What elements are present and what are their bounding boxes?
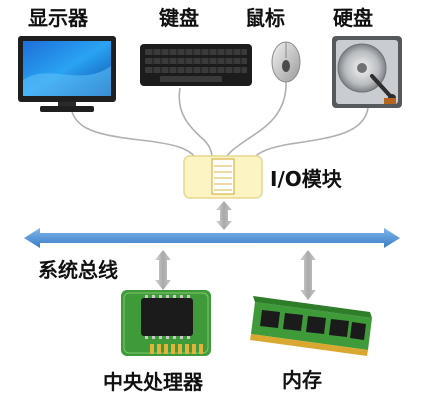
keyboard-cable — [178, 87, 213, 159]
keyboard-label: 键盘 — [159, 6, 199, 30]
harddisk-icon — [332, 36, 402, 108]
io-module-label: I/O模块 — [270, 167, 342, 191]
mouse-label: 鼠标 — [245, 6, 285, 30]
io-bus-arrow — [216, 201, 232, 230]
harddisk-label: 硬盘 — [333, 6, 373, 30]
io-module-box — [183, 155, 263, 199]
monitor-icon — [18, 36, 116, 112]
device-cables — [69, 79, 369, 161]
mouse-cable — [225, 79, 287, 159]
monitor-label: 显示器 — [28, 6, 88, 30]
harddisk-cable — [251, 107, 369, 161]
memory-label: 内存 — [282, 368, 322, 392]
monitor-cable — [69, 100, 197, 159]
keyboard-icon — [140, 44, 252, 86]
system-bus-label: 系统总线 — [38, 258, 118, 282]
mouse-icon — [271, 41, 301, 83]
cpu-bus-arrow — [155, 250, 171, 290]
memory-module-icon — [250, 296, 372, 356]
system-bus-arrow — [24, 228, 400, 248]
cpu-label: 中央处理器 — [103, 370, 203, 394]
cpu-chip-icon — [121, 290, 211, 356]
memory-bus-arrow — [300, 250, 316, 300]
